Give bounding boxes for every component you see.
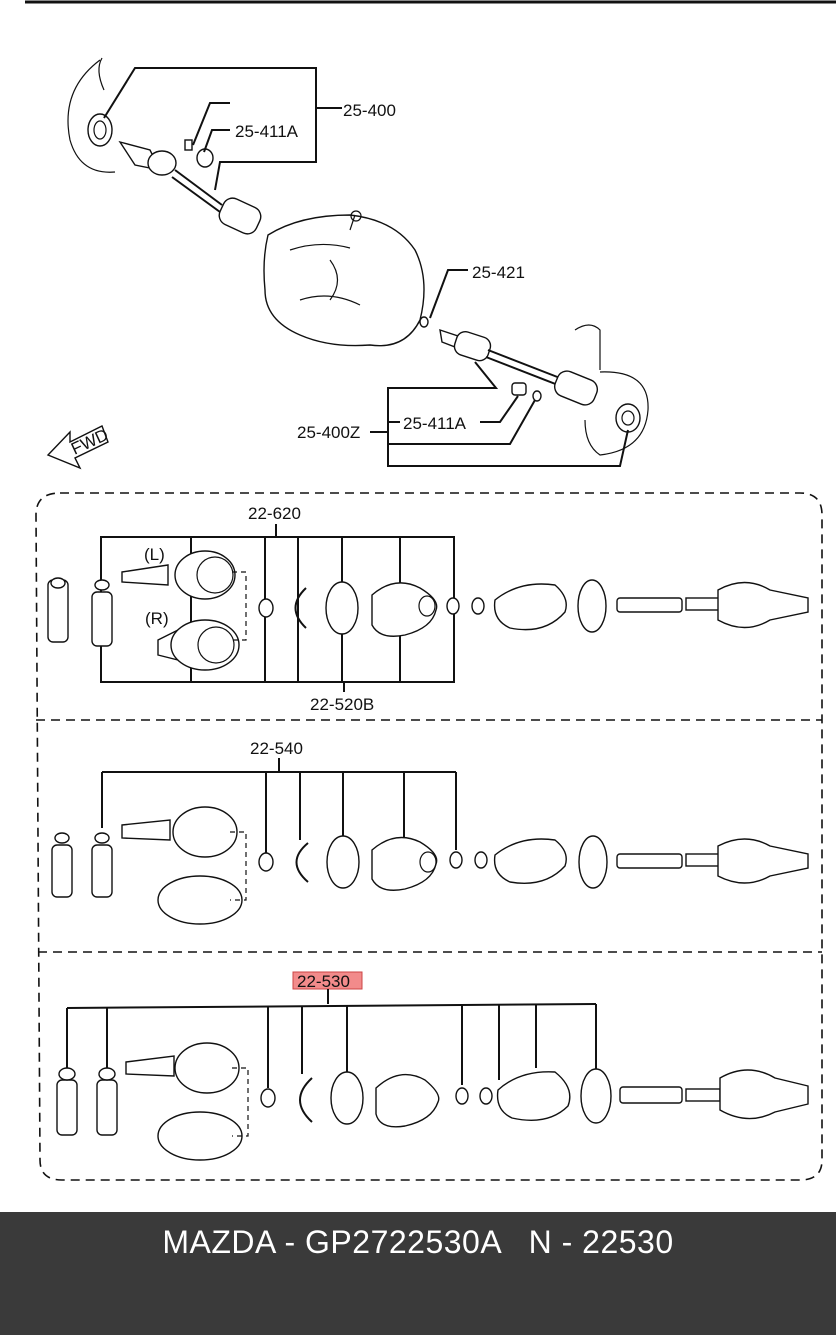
driveshaft-exploded-diagram: 25-400 25-411A 25-421 25-400Z 25-411A FW… <box>25 0 836 1181</box>
label-25-400: 25-400 <box>343 101 396 120</box>
label-25-421: 25-421 <box>472 263 525 282</box>
transaxle-overview <box>67 57 649 467</box>
label-22-530: 22-530 <box>297 972 350 991</box>
label-22-520b: 22-520B <box>310 695 374 714</box>
label-25-400z: 25-400Z <box>297 423 360 442</box>
panel-22-620 <box>47 524 809 692</box>
part-number-caption: MAZDA - GP2722530A N - 22530 <box>162 1224 674 1260</box>
caption-bar <box>0 1212 836 1335</box>
label-22-620: 22-620 <box>248 504 301 523</box>
fwd-label: FWD <box>68 425 111 459</box>
label-25-411a-left: 25-411A <box>235 122 299 141</box>
label-22-540: 22-540 <box>250 739 303 758</box>
label-25-411a-right: 25-411A <box>403 414 467 433</box>
label-side-l: (L) <box>144 545 165 564</box>
label-side-r: (R) <box>145 609 169 628</box>
fwd-arrow-icon: FWD <box>46 425 111 470</box>
panel-22-540 <box>51 758 809 925</box>
panel-22-530 <box>56 971 809 1161</box>
